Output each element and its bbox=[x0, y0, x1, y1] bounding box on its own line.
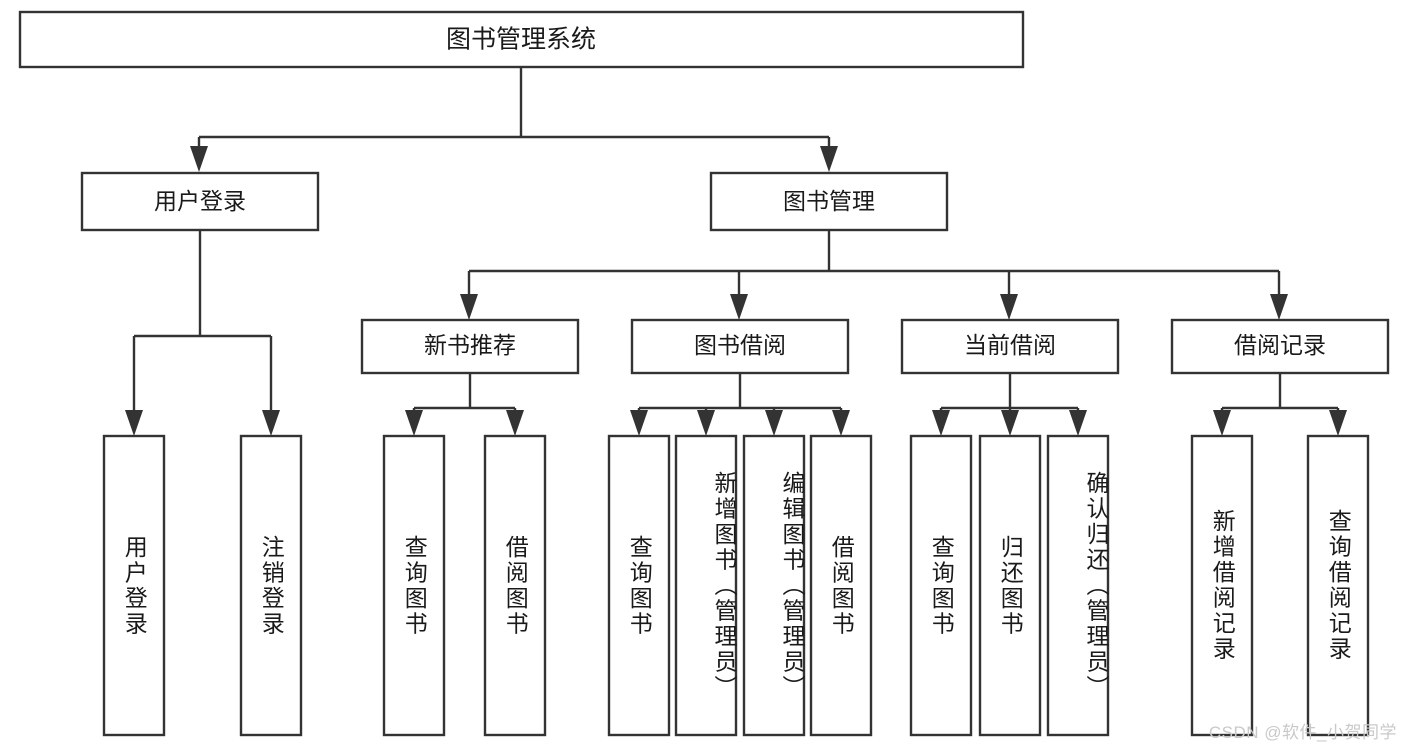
arrow-head-icon bbox=[932, 410, 950, 436]
connector-book-borrow-to-leaves bbox=[630, 373, 850, 436]
leaf-box-logout[interactable] bbox=[239, 434, 303, 737]
connector-root-to-level2 bbox=[190, 67, 838, 172]
leaf-box-add-book-admin[interactable] bbox=[674, 434, 738, 737]
arrow-head-icon bbox=[630, 410, 648, 436]
node-borrow-record[interactable]: 借阅记录 bbox=[1170, 318, 1390, 375]
node-root-system[interactable]: 图书管理系统 bbox=[18, 10, 1025, 69]
node-current-borrow-label: 当前借阅 bbox=[964, 332, 1056, 358]
node-root-system-label: 图书管理系统 bbox=[446, 26, 596, 54]
leaf-box-return-book[interactable] bbox=[978, 434, 1042, 737]
node-current-borrow[interactable]: 当前借阅 bbox=[900, 318, 1120, 375]
leaf-box-query-book-current[interactable] bbox=[909, 434, 973, 737]
connector-book-management-to-level3 bbox=[460, 230, 1288, 320]
arrow-head-icon bbox=[765, 410, 783, 436]
arrow-head-icon bbox=[1069, 410, 1087, 436]
arrow-head-icon bbox=[1001, 410, 1019, 436]
node-user-login[interactable]: 用户登录 bbox=[80, 171, 320, 232]
arrow-head-icon bbox=[1213, 410, 1231, 436]
leaf-box-edit-book-admin[interactable] bbox=[742, 434, 806, 737]
node-new-book-recommend[interactable]: 新书推荐 bbox=[360, 318, 580, 375]
arrow-head-icon bbox=[697, 410, 715, 436]
node-book-borrow-label: 图书借阅 bbox=[694, 332, 786, 358]
node-root-system-box[interactable] bbox=[18, 10, 1025, 69]
arrow-head-icon bbox=[832, 410, 850, 436]
node-book-borrow[interactable]: 图书借阅 bbox=[630, 318, 850, 375]
node-book-management-label: 图书管理 bbox=[783, 188, 875, 214]
node-new-book-recommend-box[interactable] bbox=[360, 318, 580, 375]
leaf-box-query-book-rec[interactable] bbox=[382, 434, 446, 737]
arrow-head-icon bbox=[460, 294, 478, 320]
node-book-management[interactable]: 图书管理 bbox=[709, 171, 949, 232]
arrow-head-icon bbox=[820, 146, 838, 172]
arrow-head-icon bbox=[405, 410, 423, 436]
connector-new-book-recommend-to-leaves bbox=[405, 373, 524, 436]
leaf-box-query-borrow-record[interactable] bbox=[1306, 434, 1370, 737]
arrow-head-icon bbox=[506, 410, 524, 436]
leaf-box-user-login[interactable] bbox=[102, 434, 166, 737]
node-new-book-recommend-label: 新书推荐 bbox=[424, 332, 516, 358]
node-user-login-box[interactable] bbox=[80, 171, 320, 232]
csdn-watermark: CSDN @软件_小贺同学 bbox=[1208, 723, 1397, 742]
arrow-head-icon bbox=[262, 410, 280, 436]
leaf-box-borrow-book[interactable] bbox=[809, 434, 873, 737]
connector-borrow-record-to-leaves bbox=[1213, 373, 1347, 436]
connector-current-borrow-to-leaves bbox=[932, 373, 1087, 436]
arrow-head-icon bbox=[730, 294, 748, 320]
connector-user-login-to-leaves bbox=[125, 230, 280, 436]
node-current-borrow-box[interactable] bbox=[900, 318, 1120, 375]
leaf-box-confirm-return-admin[interactable] bbox=[1046, 434, 1110, 737]
arrow-head-icon bbox=[1329, 410, 1347, 436]
arrow-head-icon bbox=[190, 146, 208, 172]
arrow-head-icon bbox=[1270, 294, 1288, 320]
node-user-login-label: 用户登录 bbox=[154, 188, 246, 214]
leaf-box-query-book-borrow[interactable] bbox=[607, 434, 671, 737]
node-borrow-record-label: 借阅记录 bbox=[1234, 332, 1326, 358]
arrow-head-icon bbox=[125, 410, 143, 436]
arrow-head-icon bbox=[1000, 294, 1018, 320]
leaf-box-borrow-book-rec[interactable] bbox=[483, 434, 547, 737]
leaf-box-add-borrow-record[interactable] bbox=[1190, 434, 1254, 737]
